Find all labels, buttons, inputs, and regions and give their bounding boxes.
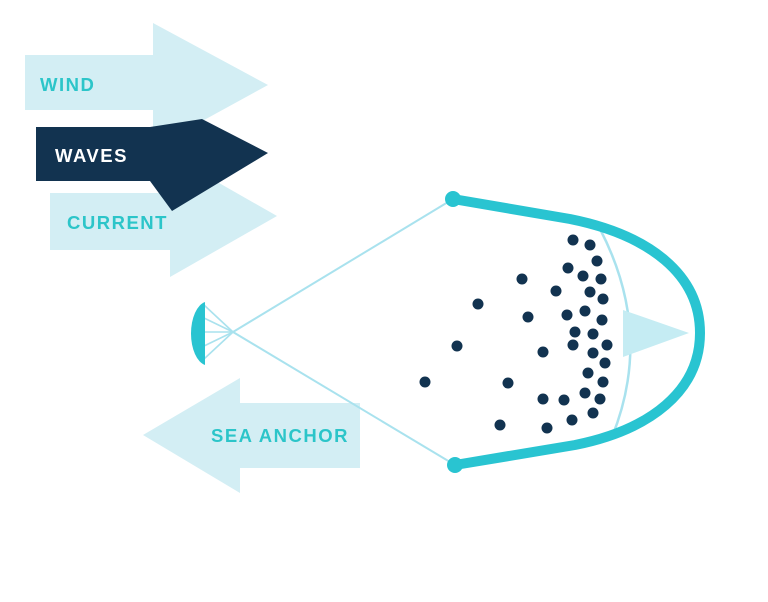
- net-mouth-marker-top: [445, 191, 461, 207]
- fish-dot: [591, 255, 603, 267]
- fish-dot: [567, 339, 579, 351]
- bridle-line-bottom: [232, 331, 456, 466]
- fish-dot: [577, 270, 589, 282]
- sea-anchor-device: [190, 302, 205, 365]
- fish-dot: [584, 239, 596, 251]
- fish-dot: [537, 393, 549, 405]
- fish-dot: [582, 367, 594, 379]
- fish-dot: [562, 262, 574, 274]
- bridle-line-top: [232, 198, 454, 333]
- fish-dot: [567, 234, 579, 246]
- fish-dot: [596, 314, 608, 326]
- fish-dot: [502, 377, 514, 389]
- fish-dot: [451, 340, 463, 352]
- fish-dot: [569, 326, 581, 338]
- fish-dot: [550, 285, 562, 297]
- current-arrow: [50, 155, 277, 277]
- fish-dot: [522, 311, 534, 323]
- fish-dot: [587, 347, 599, 359]
- fish-dot: [579, 305, 591, 317]
- fish-dot: [566, 414, 578, 426]
- fish-dot: [494, 419, 506, 431]
- cod-end-triangle: [623, 310, 689, 357]
- fish-dot: [597, 293, 609, 305]
- fish-dot: [516, 273, 528, 285]
- shroud-lines: [203, 304, 234, 360]
- fish-dot: [541, 422, 553, 434]
- fish-dot: [595, 273, 607, 285]
- fish-dot: [601, 339, 613, 351]
- fish-dot: [558, 394, 570, 406]
- fish-dots: [419, 234, 613, 434]
- fish-dot: [594, 393, 606, 405]
- fish-dot: [561, 309, 573, 321]
- fish-dot: [587, 328, 599, 340]
- current-arrow-label: CURRENT: [67, 212, 168, 233]
- fish-dot: [587, 407, 599, 419]
- fish-dot: [472, 298, 484, 310]
- net-mouth-marker-bottom: [447, 457, 463, 473]
- fish-dot: [419, 376, 431, 388]
- fish-dot: [599, 357, 611, 369]
- waves-arrow: [36, 119, 268, 211]
- wind-arrow-label: WIND: [40, 74, 95, 95]
- sea-anchor-arrow-label: SEA ANCHOR: [211, 425, 349, 446]
- fish-dot: [584, 286, 596, 298]
- fish-dot: [537, 346, 549, 358]
- waves-arrow-label: WAVES: [55, 145, 128, 166]
- sea-anchor-arrow: [143, 378, 360, 493]
- fish-dot: [579, 387, 591, 399]
- net-outline: [448, 194, 705, 470]
- fish-dot: [597, 376, 609, 388]
- wind-arrow: [25, 23, 268, 148]
